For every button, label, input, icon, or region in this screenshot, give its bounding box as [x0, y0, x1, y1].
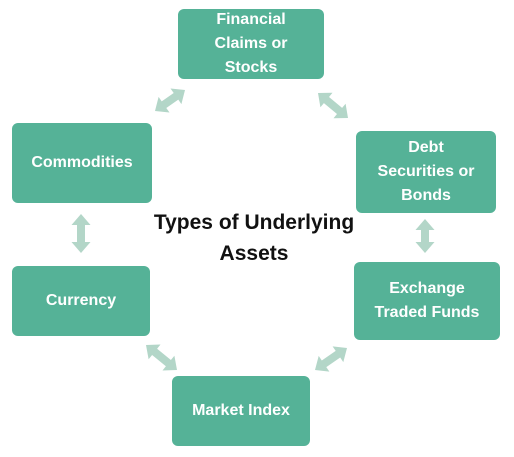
arrow-debt-exchange	[415, 219, 435, 253]
node-financial-claims-or-stocks: Financial Claims or Stocks	[178, 9, 324, 79]
node-commodities: Commodities	[12, 123, 152, 203]
node-exchange-traded-funds: Exchange Traded Funds	[354, 262, 500, 340]
node-label-line: Securities or	[377, 163, 475, 180]
node-label-line: Commodities	[31, 154, 133, 171]
arrow-currency-market	[146, 344, 177, 371]
node-label-line: Traded Funds	[374, 304, 480, 321]
diagram-center-title: Types of Underlying Assets	[140, 207, 368, 269]
node-label-line: Stocks	[224, 59, 278, 76]
node-currency: Currency	[12, 266, 150, 336]
arrow-financial-debt	[318, 92, 348, 119]
node-label-line: Market Index	[192, 402, 290, 419]
node-label-line: Financial	[216, 11, 286, 28]
node-market-index: Market Index	[172, 376, 310, 446]
arrow-exchange-market	[315, 346, 347, 372]
center-title-line: Types of Underlying	[153, 211, 355, 234]
center-title-line: Assets	[219, 242, 289, 265]
node-label-line: Debt	[408, 139, 444, 156]
node-label-line: Exchange	[389, 280, 465, 297]
node-debt-securities-or-bonds: Debt Securities or Bonds	[356, 131, 496, 213]
node-label-line: Currency	[45, 292, 117, 309]
arrow-commodities-currency	[71, 214, 91, 253]
node-label-line: Claims or	[214, 35, 288, 52]
node-label-line: Bonds	[401, 187, 451, 204]
arrow-financial-commodities	[155, 88, 185, 113]
